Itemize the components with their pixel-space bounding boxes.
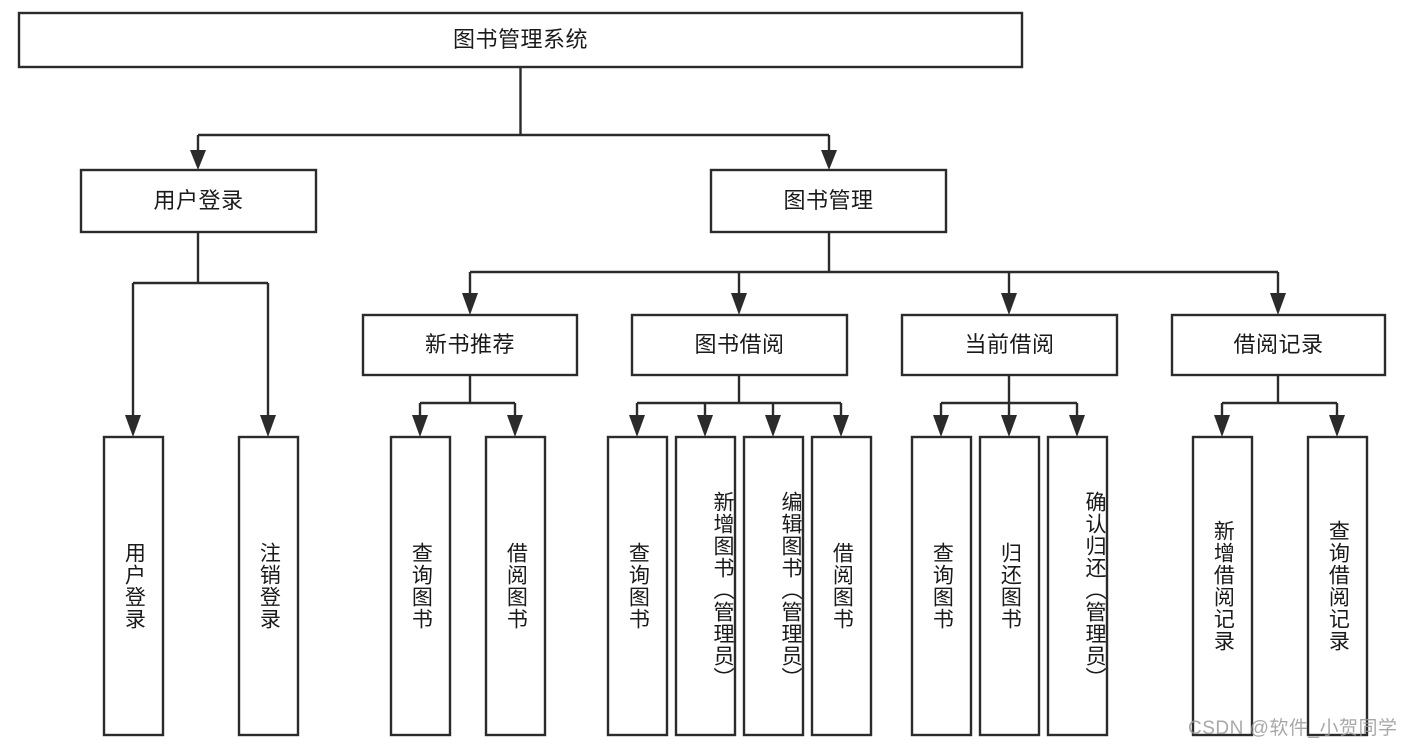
arrow-book-borrow-leaf-2 bbox=[697, 415, 713, 437]
leaf-box-current-borrow-1[interactable] bbox=[910, 435, 973, 737]
arrow-book-borrow-leaf-3 bbox=[765, 415, 781, 437]
connector-group-book-manage bbox=[468, 232, 1280, 296]
arrow-user-login-leaf-1 bbox=[125, 415, 141, 437]
node-new-book-box[interactable] bbox=[361, 313, 579, 377]
leaf-box-user-login-1[interactable] bbox=[102, 435, 165, 737]
connector-group-book-borrow bbox=[635, 375, 843, 418]
arrow-user-login-leaf-2 bbox=[260, 415, 276, 437]
arrow-current-borrow-leaf-3 bbox=[1069, 415, 1085, 437]
node-current-borrow-box[interactable] bbox=[900, 313, 1119, 377]
arrow-current-borrow-leaf-2 bbox=[1001, 415, 1017, 437]
node-book-borrow-box[interactable] bbox=[630, 313, 849, 377]
arrow-new-book-leaf-2 bbox=[507, 415, 523, 437]
node-book-manage-box[interactable] bbox=[709, 168, 948, 234]
arrow-book-manage-to-borrow-record bbox=[1270, 293, 1286, 315]
leaf-box-book-borrow-3[interactable] bbox=[742, 435, 805, 737]
leaf-box-new-book-1[interactable] bbox=[389, 435, 452, 737]
leaf-box-current-borrow-3[interactable] bbox=[1046, 435, 1109, 737]
arrow-root-to-user-login bbox=[190, 150, 206, 170]
arrow-borrow-record-leaf-2 bbox=[1329, 415, 1345, 437]
leaf-box-current-borrow-2[interactable] bbox=[978, 435, 1041, 737]
leaf-box-book-borrow-4[interactable] bbox=[810, 435, 873, 737]
arrow-book-borrow-leaf-4 bbox=[833, 415, 849, 437]
node-root-box[interactable] bbox=[17, 11, 1024, 69]
node-borrow-record-box[interactable] bbox=[1170, 313, 1387, 377]
arrow-book-manage-to-new-book bbox=[462, 293, 478, 315]
arrow-book-manage-to-book-borrow bbox=[731, 293, 747, 315]
arrow-borrow-record-leaf-1 bbox=[1214, 415, 1230, 437]
leaf-box-borrow-record-1[interactable] bbox=[1191, 435, 1254, 737]
arrow-root-to-book-manage bbox=[821, 150, 837, 170]
leaf-box-book-borrow-1[interactable] bbox=[606, 435, 669, 737]
connector-group-borrow-record bbox=[1220, 375, 1339, 418]
connector-group-user-login bbox=[131, 232, 270, 418]
arrow-book-borrow-leaf-1 bbox=[629, 415, 645, 437]
node-user-login-box[interactable] bbox=[79, 168, 318, 234]
arrow-new-book-leaf-1 bbox=[412, 415, 428, 437]
leaf-box-borrow-record-2[interactable] bbox=[1306, 435, 1369, 737]
leaf-box-book-borrow-2[interactable] bbox=[674, 435, 737, 737]
leaf-box-new-book-2[interactable] bbox=[484, 435, 547, 737]
arrow-book-manage-to-current-borrow bbox=[1001, 293, 1017, 315]
arrow-current-borrow-leaf-1 bbox=[933, 415, 949, 437]
connector-group-current-borrow bbox=[939, 375, 1079, 418]
connector-group-root bbox=[196, 67, 831, 152]
leaf-box-user-login-2[interactable] bbox=[237, 435, 300, 737]
connector-group-new-book bbox=[418, 375, 517, 418]
